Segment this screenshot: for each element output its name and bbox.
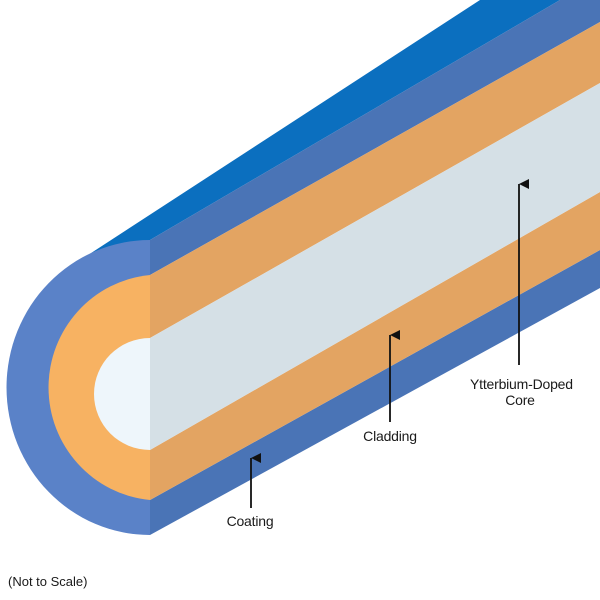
scale-note: (Not to Scale)	[8, 574, 88, 589]
core-side-face	[150, 83, 600, 450]
core-end-cap	[94, 338, 150, 450]
core-label-line-1: Ytterbium-Doped	[470, 376, 573, 392]
coating-top-band	[65, 0, 600, 270]
core-label-line-2: Core	[505, 392, 535, 408]
coating-top-face	[150, 0, 600, 275]
cladding-label: Cladding	[363, 428, 417, 444]
core-label: Ytterbium-Doped Core	[470, 376, 573, 408]
coating-label: Coating	[226, 513, 274, 529]
cladding-bottom-face	[150, 192, 600, 500]
cladding-top-face	[150, 22, 600, 338]
coating-bottom-face	[150, 250, 600, 535]
